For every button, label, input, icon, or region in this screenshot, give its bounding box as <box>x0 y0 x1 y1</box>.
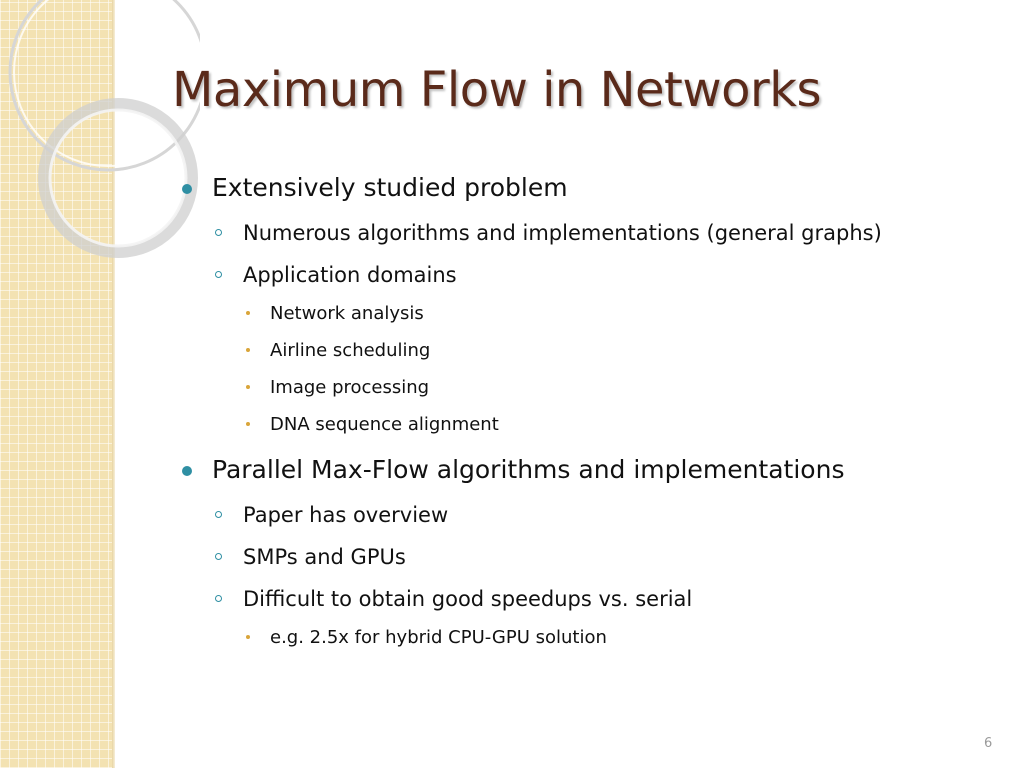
decorative-rings <box>8 0 200 258</box>
sub-sub-bullet-text: DNA sequence alignment <box>270 414 499 435</box>
bullet-ring-icon <box>215 553 222 560</box>
sub-bullet-item: Difficult to obtain good speedups vs. se… <box>182 584 982 614</box>
bullet-small-dot-icon <box>246 348 250 352</box>
sub-sub-bullet-item: Network analysis <box>182 300 982 327</box>
sub-sub-bullet-text: Network analysis <box>270 303 424 324</box>
bullet-small-dot-icon <box>246 635 250 639</box>
sub-sub-bullet-item: DNA sequence alignment <box>182 411 982 438</box>
sub-bullet-text: Paper has overview <box>243 503 449 527</box>
bullet-item: Parallel Max-Flow algorithms and impleme… <box>182 452 982 488</box>
sub-bullet-item: SMPs and GPUs <box>182 542 982 572</box>
bullet-dot-icon <box>182 184 192 194</box>
sub-bullet-item: Numerous algorithms and implementations … <box>182 218 982 248</box>
sub-sub-bullet-text: Airline scheduling <box>270 340 431 361</box>
bullet-small-dot-icon <box>246 311 250 315</box>
sub-sub-bullet-text: e.g. 2.5x for hybrid CPU-GPU solution <box>270 627 607 648</box>
sub-sub-bullet-text: Image processing <box>270 377 430 398</box>
sub-sub-bullet-item: Airline scheduling <box>182 337 982 364</box>
bullet-dot-icon <box>182 466 192 476</box>
sub-sub-bullet-item: e.g. 2.5x for hybrid CPU-GPU solution <box>182 624 982 651</box>
bullet-small-dot-icon <box>246 385 250 389</box>
slide-title: Maximum Flow in Networks <box>172 62 822 118</box>
sub-bullet-text: Difficult to obtain good speedups vs. se… <box>243 587 693 611</box>
sub-bullet-text: Numerous algorithms and implementations … <box>243 221 882 245</box>
slide-page-number: 6 <box>984 736 993 751</box>
bullet-ring-icon <box>215 595 222 602</box>
sub-bullet-item: Application domains <box>182 260 982 290</box>
sub-bullet-item: Paper has overview <box>182 500 982 530</box>
sub-sub-bullet-item: Image processing <box>182 374 982 401</box>
bullet-ring-icon <box>215 229 222 236</box>
bullet-small-dot-icon <box>246 422 250 426</box>
bullet-text: Extensively studied problem <box>212 173 568 202</box>
bullet-list: Extensively studied problem Numerous alg… <box>182 170 982 651</box>
side-band-edge <box>112 0 115 768</box>
sub-bullet-text: Application domains <box>243 263 457 287</box>
bullet-ring-icon <box>215 511 222 518</box>
bullet-ring-icon <box>215 271 222 278</box>
bullet-text: Parallel Max-Flow algorithms and impleme… <box>212 455 845 484</box>
sub-bullet-text: SMPs and GPUs <box>243 545 406 569</box>
bullet-item: Extensively studied problem <box>182 170 982 206</box>
